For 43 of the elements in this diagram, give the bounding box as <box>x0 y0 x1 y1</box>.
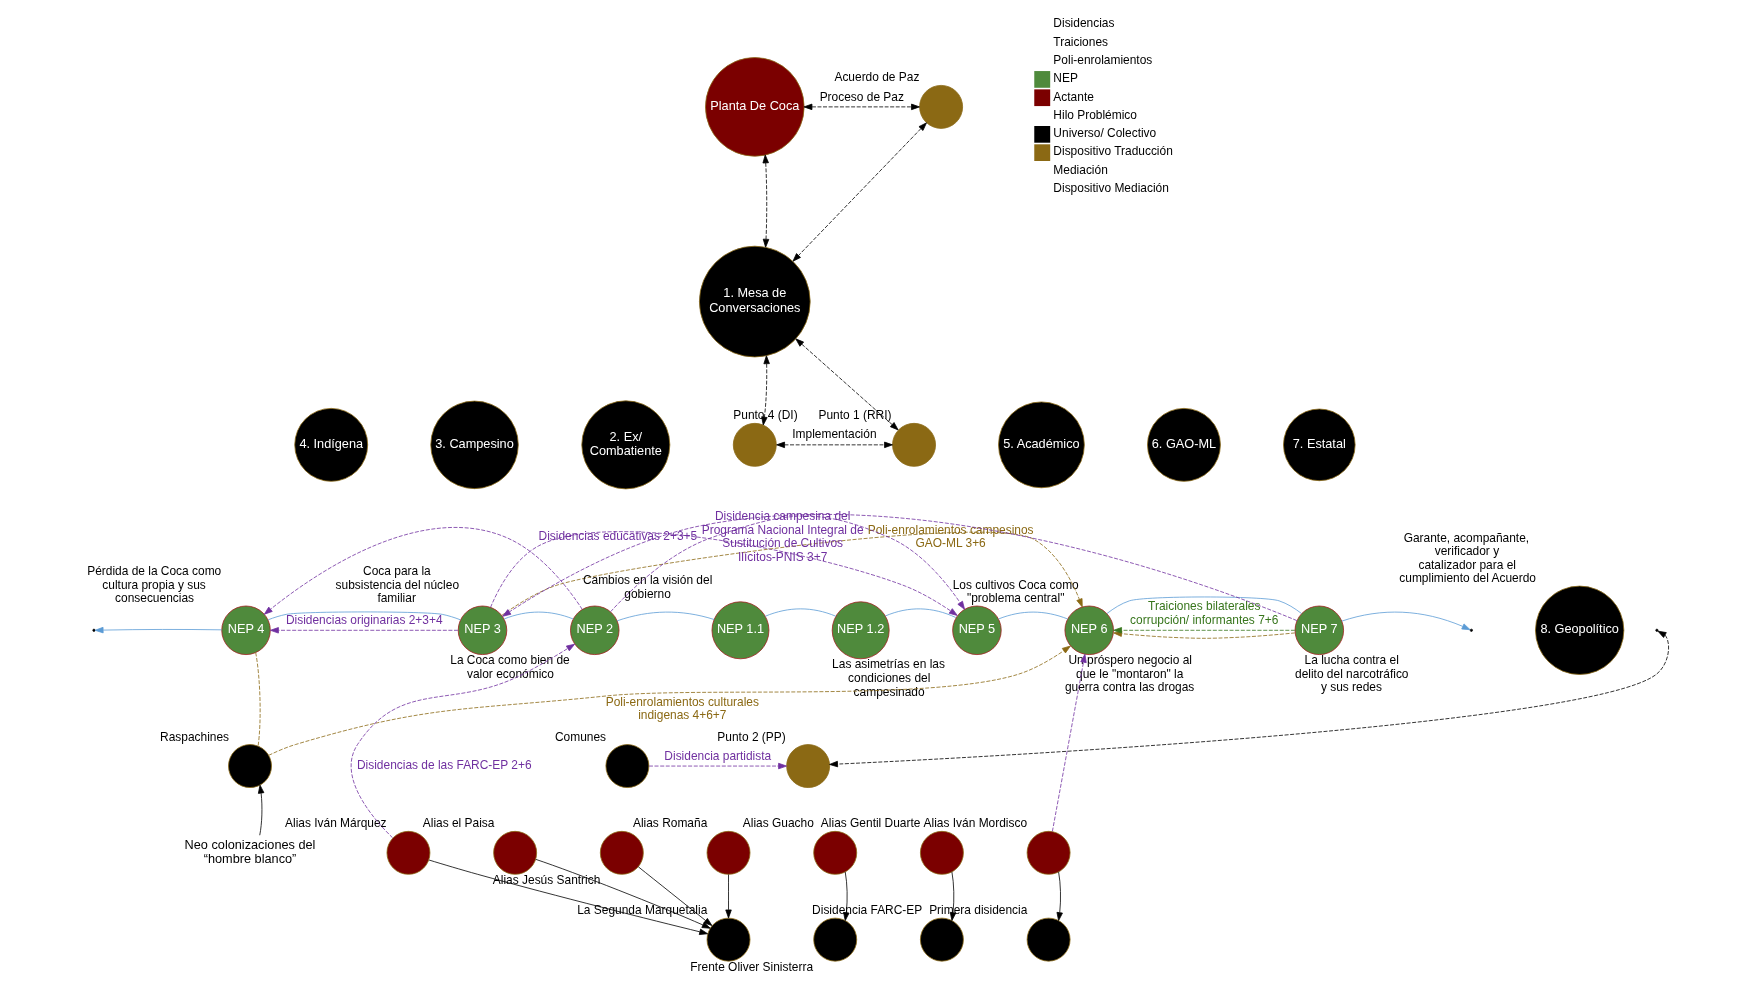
node-label: Comunes <box>554 729 607 744</box>
edge-label: Poli-enrolamientos culturales indigenas 4+6+7 <box>605 694 759 723</box>
legend-label: Mediación <box>1053 162 1108 177</box>
node-label: Alias Jesús Santrich <box>492 872 601 887</box>
node-label: Los cultivos Coca como "problema central" <box>952 577 1079 606</box>
node-text: Neo colonizaciones del “hombre blanco” <box>184 836 316 867</box>
legend-label: NEP <box>1053 71 1078 86</box>
legend-label: Hilo Problémico <box>1053 107 1137 122</box>
legend-label: Dispositivo Mediación <box>1053 181 1169 196</box>
edge-label: Implementación <box>792 427 877 442</box>
node-label: Las asimetrías en las condiciones del campesinado <box>832 657 945 699</box>
edge-label: Disidencias de las FARC-EP 2+6 <box>356 757 532 772</box>
node-label: Pérdida de la Coca como cultura propia y sus consecuencias <box>87 563 222 606</box>
node-label: Punto 1 (RRI) <box>818 408 892 423</box>
edge-label: Traiciones bilaterales corrupción/ informantes 7+6 <box>1130 599 1279 627</box>
node-label: Punto 2 (PP) <box>717 729 786 744</box>
node-label: Alias Romaña <box>632 816 708 831</box>
legend-label: Disidencias <box>1053 16 1115 31</box>
node-label: Alias Iván Márquez <box>285 816 387 831</box>
node-label: Coca para la subsistencia del núcleo familiar <box>335 563 460 606</box>
node-label: Alias el Paisa <box>422 816 495 831</box>
legend-label: Universo/ Colectivo <box>1053 126 1157 141</box>
node-label: Un próspero negocio al que le "montaron" la guerra contra las drogas <box>1064 653 1195 695</box>
node-label: Punto 4 (DI) <box>733 408 798 423</box>
edge-label: Poli-enrolamientos campesinos GAO-ML 3+6 <box>867 522 1034 551</box>
edge-label: Proceso de Paz <box>819 89 904 104</box>
node-label: La Coca como bien de valor económico <box>450 653 570 681</box>
edge-label: Disidencias originarias 2+3+4 <box>285 612 443 627</box>
node-label: Acuerdo de Paz <box>834 70 920 85</box>
edge-label: Disidencia partidista <box>664 748 772 763</box>
node-label: Garante, acompañante, verificador y catalizador para el cumplimiento del Acuerdo <box>1399 530 1537 586</box>
node-label: Alias Iván Mordisco <box>923 816 1028 831</box>
node-label: Raspachines <box>160 729 230 744</box>
node-label: La lucha contra el delito del narcotráfico y sus redes <box>1295 653 1409 695</box>
node-label: Primera disidencia <box>929 903 1028 918</box>
legend-label: Traiciones <box>1053 34 1108 49</box>
legend-label: Dispositivo Traducción <box>1053 144 1173 159</box>
node-label: Cambios en la visión del gobierno <box>582 573 713 601</box>
legend-label: Poli-enrolamientos <box>1053 52 1153 67</box>
node-label: Alias Gentil Duarte <box>820 816 921 831</box>
node-label: Alias Guacho <box>742 816 814 831</box>
legend-label: Actante <box>1053 89 1094 104</box>
node-label: Frente Oliver Sinisterra <box>690 959 814 974</box>
